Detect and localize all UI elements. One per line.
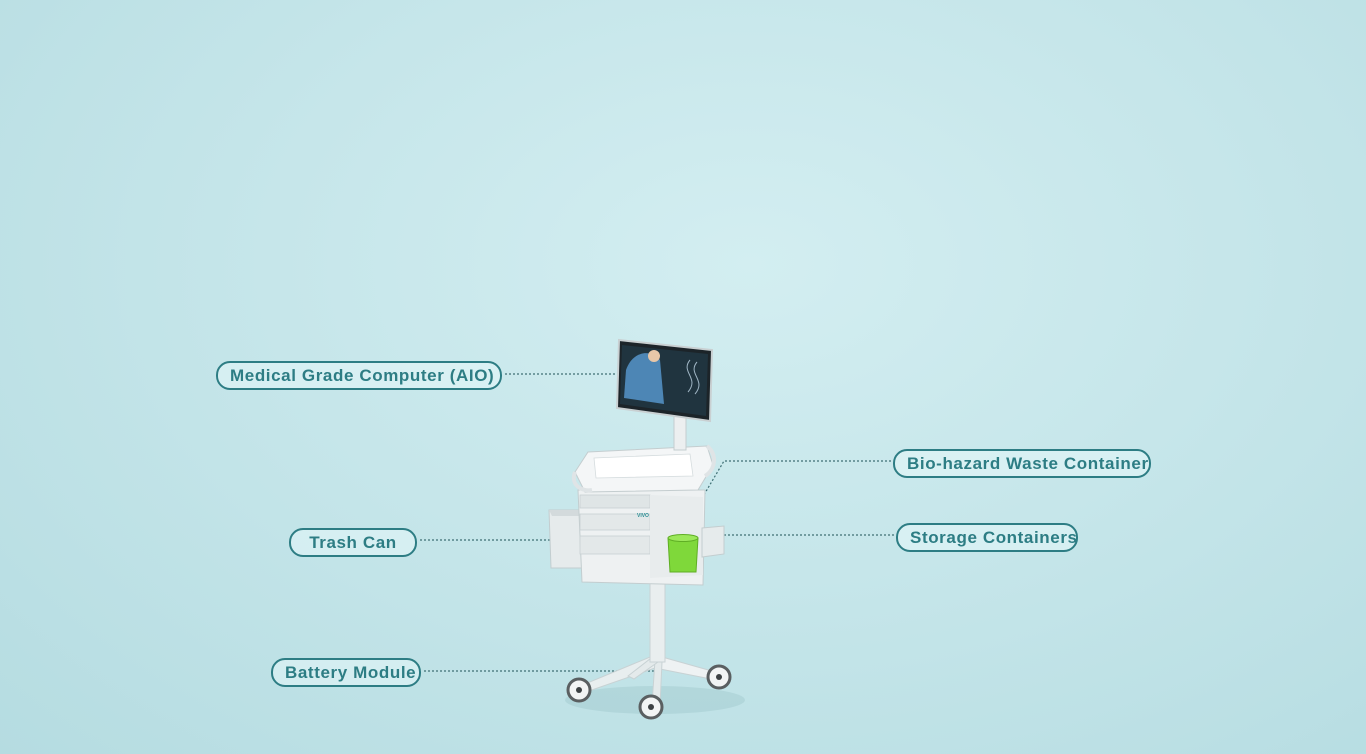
cart-base [566,654,732,720]
biohazard-bin [667,534,699,573]
storage-container [701,525,725,558]
trash-can [548,509,586,569]
computer-monitor [615,338,714,423]
cart-column [649,579,666,663]
label-biohazard-waste-container: Bio-hazard Waste Container [893,449,1151,478]
label-trash-can: Trash Can [289,528,417,557]
brand-logo: VIVO [637,513,649,519]
label-storage-containers: Storage Containers [896,523,1078,552]
label-medical-grade-computer: Medical Grade Computer (AIO) [216,361,502,390]
work-surface [571,444,716,493]
label-battery-module: Battery Module [271,658,421,687]
